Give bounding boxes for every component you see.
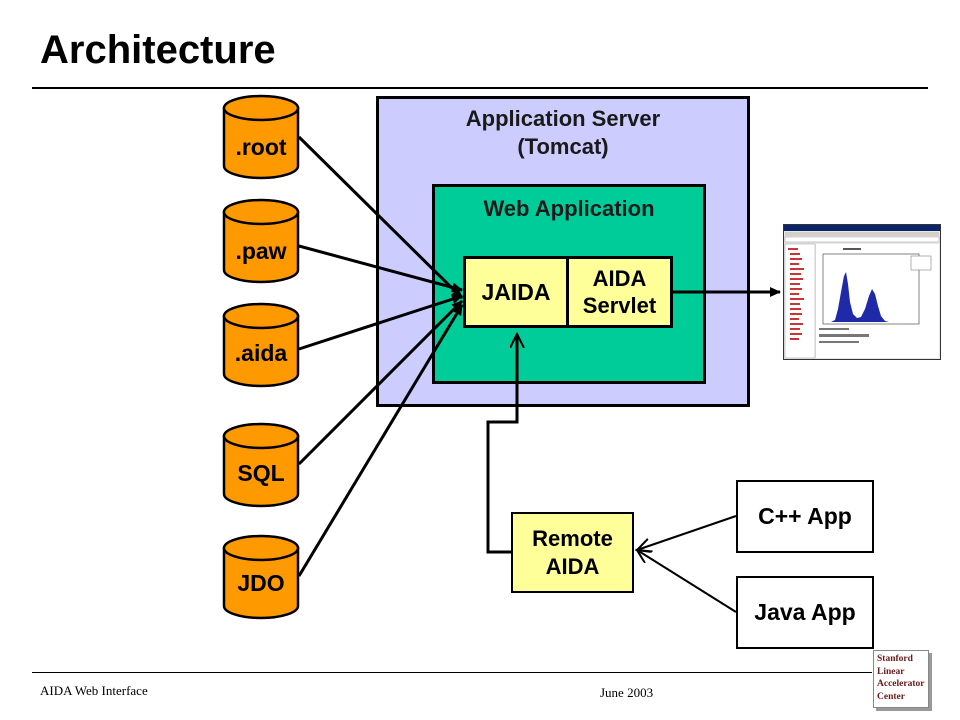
remote-aida-label-2: AIDA	[545, 553, 600, 579]
remote-aida-box: Remote AIDA	[511, 512, 634, 593]
data-source-label-root: .root	[235, 134, 287, 160]
arrow-jdo-to-jaida	[297, 304, 464, 577]
arrow-paw-to-jaida	[298, 244, 463, 293]
footer-presentation-title: AIDA Web Interface	[40, 683, 148, 698]
arrow-root-to-jaida	[297, 135, 464, 300]
arrow-aida-to-jaida	[298, 294, 463, 351]
arrow-cpp-to-remote	[637, 515, 737, 550]
logo-line-3: Accelerator	[877, 679, 925, 689]
data-source-label-sql: SQL	[237, 460, 285, 486]
app-server-sublabel: (Tomcat)	[517, 133, 609, 159]
cylinder-jdo	[222, 534, 300, 620]
slac-logo: Stanford Linear Accelerator Center	[873, 650, 929, 708]
cpp-app-box: C++ App	[736, 480, 874, 553]
jaida-label: JAIDA	[481, 278, 551, 305]
aida-servlet-label-1: AIDA	[592, 265, 647, 291]
footer-date: June 2003	[600, 685, 654, 700]
web-app-label: Web Application	[483, 196, 655, 221]
aida-servlet-label-2: Servlet	[582, 293, 657, 318]
footer-divider	[32, 672, 872, 673]
cylinder-aida	[222, 302, 300, 388]
logo-line-1: Stanford	[877, 654, 913, 664]
data-source-label-jdo: JDO	[237, 570, 285, 596]
cylinder-paw	[222, 198, 300, 284]
aida-servlet-box: AIDA Servlet	[566, 256, 673, 328]
remote-aida-label-1: Remote	[532, 526, 613, 551]
page-title: Architecture	[40, 28, 276, 72]
java-app-label: Java App	[754, 599, 856, 626]
cylinder-sql	[222, 422, 300, 508]
cpp-app-label: C++ App	[758, 503, 852, 530]
arrow-sql-to-jaida	[297, 299, 464, 466]
cylinder-root	[222, 94, 300, 180]
browser-screenshot-thumbnail	[783, 224, 941, 360]
app-server-label: Application Server	[465, 106, 661, 131]
data-source-label-aida: .aida	[234, 340, 288, 366]
logo-line-2: Linear	[877, 666, 905, 677]
java-app-box: Java App	[736, 576, 874, 649]
data-source-label-paw: .paw	[235, 238, 287, 264]
arrow-remote-aida-to-jaida	[486, 334, 517, 554]
arrow-java-to-remote	[637, 550, 737, 613]
title-divider	[32, 87, 928, 89]
logo-line-4: Center	[877, 691, 905, 702]
